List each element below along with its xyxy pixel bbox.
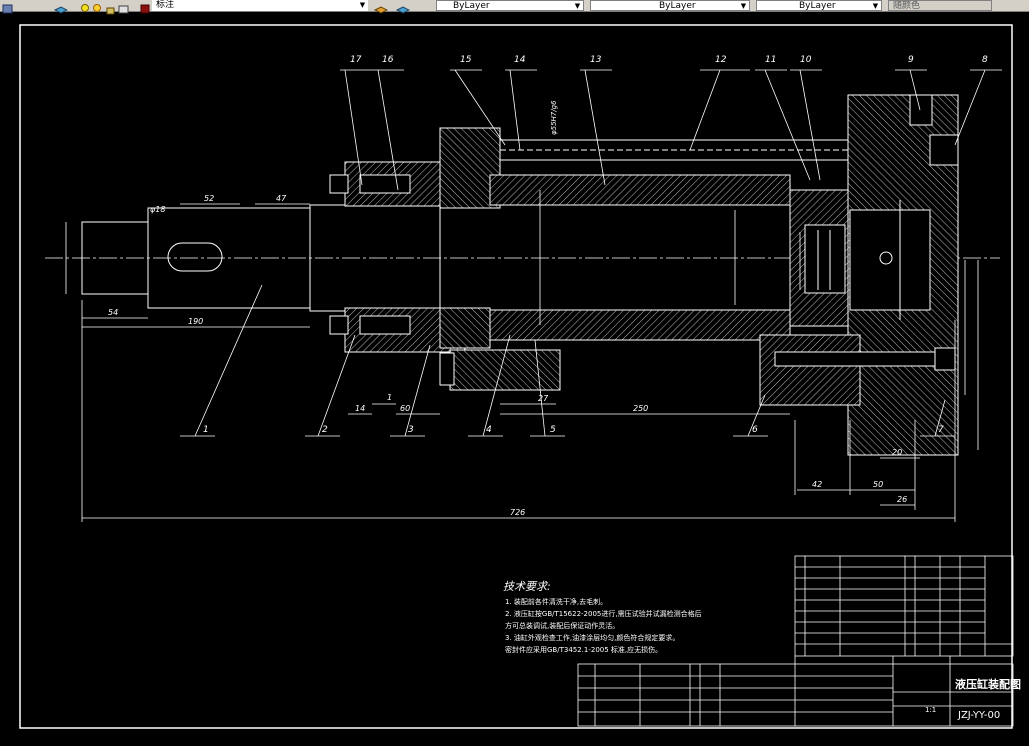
dim-phi18: φ18 <box>150 205 165 214</box>
sun-icon[interactable] <box>92 0 104 12</box>
dim-27: 27 <box>538 394 549 403</box>
make-current-layer-icon[interactable] <box>373 0 389 14</box>
balloon-11: 11 <box>765 55 776 65</box>
balloon-13: 13 <box>590 55 602 65</box>
balloon-16: 16 <box>382 55 394 65</box>
dim-47: 47 <box>276 194 287 203</box>
balloon-2: 2 <box>322 425 328 435</box>
tech-req-line-2: 2. 液压缸按GB/T15622-2005进行,需压试验并试漏检测合格后 <box>505 609 702 618</box>
balloon-4: 4 <box>486 425 492 435</box>
dim-726: 726 <box>510 508 525 517</box>
layer-dropdown[interactable]: 标注 ▼ <box>152 0 368 11</box>
dim-20: 20 <box>892 448 902 457</box>
dim-14: 14 <box>355 404 365 413</box>
dim-54: 54 <box>108 308 118 317</box>
lineweight-control-value: ByLayer <box>799 1 836 11</box>
balloon-8: 8 <box>982 55 988 65</box>
color-control-dropdown[interactable]: ByLayer ▼ <box>436 0 584 11</box>
tech-req-line-5: 密封件应采用GB/T3452.1-2005 标准,应无损伤。 <box>505 645 662 654</box>
layer-manager-icon[interactable] <box>2 0 14 14</box>
dim-190: 190 <box>188 317 203 326</box>
tech-req-title: 技术要求: <box>503 580 551 593</box>
layer-stack-icon[interactable] <box>53 0 69 14</box>
balloon-9: 9 <box>908 55 914 65</box>
part-balloon-labels: 17 16 15 14 13 12 11 10 9 8 1 2 3 4 5 6 … <box>203 55 988 435</box>
chevron-down-icon: ▼ <box>574 2 581 10</box>
chevron-down-icon: ▼ <box>740 2 747 10</box>
lightbulb-icon[interactable] <box>80 0 92 12</box>
drawing-scale: 1:1 <box>925 706 936 714</box>
dim-60: 60 <box>400 404 410 413</box>
dim-fit: φ55H7/g6 <box>550 100 558 135</box>
tech-req-line-4: 3. 油缸外观检查工作,油漆涂层均匀,颜色符合规定要求。 <box>505 633 679 642</box>
color-control-value: ByLayer <box>453 1 490 11</box>
title-block <box>577 656 1014 727</box>
linear-dims <box>81 203 956 522</box>
drawing-title: 液压缸装配图 <box>955 677 1021 691</box>
balloon-7: 7 <box>938 425 944 435</box>
cad-drawing: 17 16 15 14 13 12 11 10 9 8 1 2 3 4 5 6 … <box>19 24 1021 729</box>
balloon-3: 3 <box>408 425 414 435</box>
tech-req-line-3: 方可总装调试,装配后保证动作灵活。 <box>505 621 619 630</box>
balloon-12: 12 <box>715 55 727 65</box>
tech-req-line-1: 1. 装配前各件清洗干净,去毛刺。 <box>505 597 607 606</box>
balloon-5: 5 <box>550 425 556 435</box>
end-cap <box>759 94 959 456</box>
gland-assembly <box>329 127 501 353</box>
balloon-17: 17 <box>350 55 362 65</box>
drawing-canvas[interactable]: 17 16 15 14 13 12 11 10 9 8 1 2 3 4 5 6 … <box>0 12 1029 742</box>
dim-250: 250 <box>633 404 648 413</box>
balloon-6: 6 <box>752 425 758 435</box>
diameter-dims <box>65 190 979 450</box>
dim-1: 1 <box>387 393 392 402</box>
dim-42: 42 <box>812 480 822 489</box>
linetype-control-value: ByLayer <box>659 1 696 11</box>
plotstyle-control-value: 随颜色 <box>893 1 921 11</box>
balloon-10: 10 <box>800 55 812 65</box>
balloon-15: 15 <box>460 55 472 65</box>
lineweight-control-dropdown[interactable]: ByLayer ▼ <box>756 0 882 11</box>
technical-requirements: 技术要求: 1. 装配前各件清洗干净,去毛刺。 2. 液压缸按GB/T15622… <box>503 580 702 654</box>
title-block-text: 液压缸装配图 JZJ-YY-00 1:1 <box>925 677 1021 721</box>
parts-list-table <box>794 555 1014 657</box>
dim-26: 26 <box>897 495 907 504</box>
layer-previous-icon[interactable] <box>395 0 411 14</box>
layer-color-swatch-icon <box>140 0 152 14</box>
drawing-border <box>19 24 1013 729</box>
printer-icon[interactable] <box>118 0 130 14</box>
linetype-control-dropdown[interactable]: ByLayer ▼ <box>590 0 750 11</box>
plotstyle-control-dropdown[interactable]: 随颜色 <box>888 0 992 11</box>
balloon-1: 1 <box>203 425 209 435</box>
part-leaders <box>180 69 1002 437</box>
piston <box>789 189 853 327</box>
dim-52: 52 <box>204 194 214 203</box>
properties-toolbar: 标注 ▼ ByLayer ▼ ByLayer ▼ ByLayer ▼ 随颜色 <box>0 0 1029 15</box>
balloon-14: 14 <box>514 55 526 65</box>
chevron-down-icon: ▼ <box>359 1 366 9</box>
layer-dropdown-value: 标注 <box>156 0 175 10</box>
chevron-down-icon: ▼ <box>872 2 879 10</box>
dimension-labels: 52 47 φ18 54 190 14 1 60 27 250 20 42 50… <box>108 100 907 517</box>
drawing-code: JZJ-YY-00 <box>957 710 1000 721</box>
dim-50: 50 <box>873 480 883 489</box>
lock-icon[interactable] <box>106 0 118 15</box>
